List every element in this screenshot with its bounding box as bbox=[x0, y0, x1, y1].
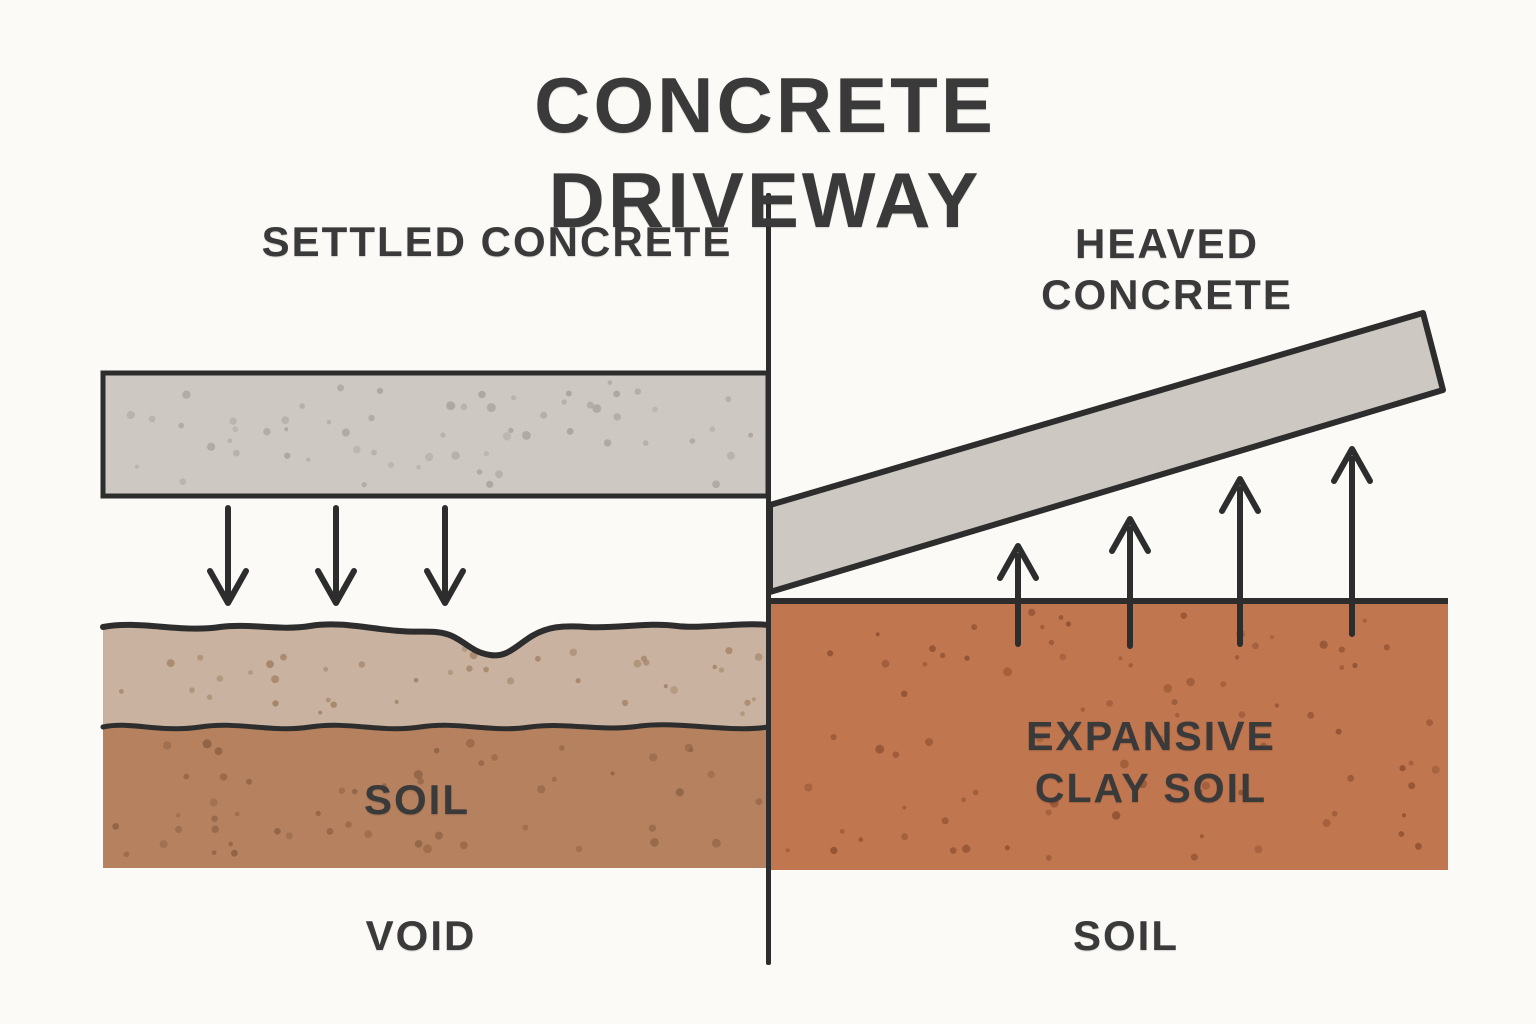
soil-top-wavy-line bbox=[100, 621, 771, 659]
clay-soil-block bbox=[770, 598, 1448, 870]
down-arrow bbox=[315, 505, 357, 606]
soil-mid-wavy-line bbox=[100, 722, 771, 732]
settlement-arrows bbox=[207, 505, 466, 606]
heaved-concrete-slab bbox=[767, 310, 1446, 595]
up-arrow bbox=[1219, 476, 1261, 647]
down-arrow bbox=[207, 505, 249, 606]
settled-soil-layers bbox=[100, 621, 771, 868]
subsoil-layer bbox=[103, 724, 768, 868]
up-arrow bbox=[1331, 446, 1373, 637]
clay-speckles bbox=[785, 608, 1440, 861]
settled-slab-speckles bbox=[126, 380, 754, 489]
settled-panel-heading: SETTLED CONCRETE bbox=[261, 218, 733, 265]
settled-concrete-slab bbox=[100, 370, 771, 499]
heaved-soil-label: SOIL bbox=[1072, 912, 1180, 959]
panel-divider bbox=[766, 193, 771, 965]
sand-speckles bbox=[119, 646, 763, 717]
expansive-clay-soil-label: EXPANSIVE CLAY SOIL bbox=[1026, 713, 1276, 812]
up-arrow bbox=[1109, 516, 1151, 649]
subsoil-speckles bbox=[112, 738, 763, 858]
heaved-panel-heading: HEAVED CONCRETE bbox=[1041, 220, 1293, 319]
settled-soil-label: SOIL bbox=[363, 776, 471, 823]
page-title: CONCRETE DRIVEWAY bbox=[534, 61, 996, 245]
up-arrow bbox=[997, 543, 1039, 647]
void-label: VOID bbox=[365, 912, 477, 959]
heave-arrows bbox=[997, 446, 1373, 649]
down-arrow bbox=[424, 505, 466, 606]
